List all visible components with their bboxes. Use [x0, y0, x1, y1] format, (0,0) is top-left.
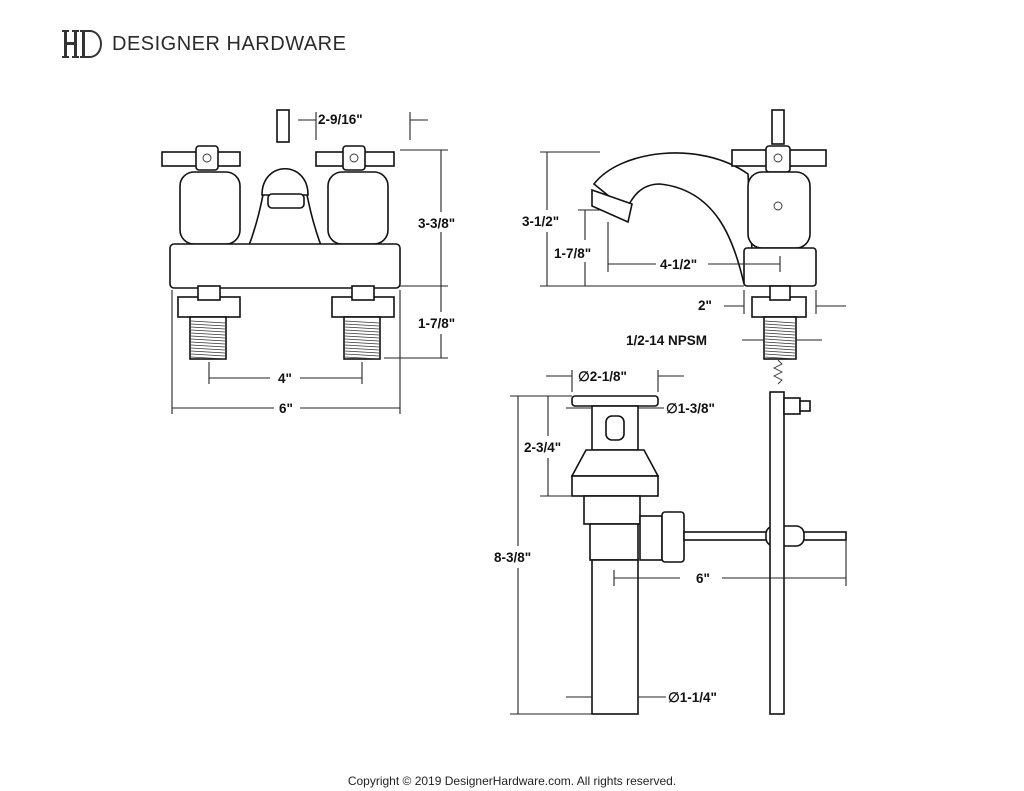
dim-overall-length: 8-3/8" [494, 550, 531, 565]
dim-stopper-diameter: ∅1-3/8" [666, 401, 715, 416]
dim-tailpiece-diameter: ∅1-1/4" [668, 690, 717, 705]
brand-name: DESIGNER HARDWARE [112, 32, 347, 55]
dim-spout-offset: 2-9/16" [318, 112, 363, 127]
side-view: 3-1/2" 1-7/8" 4-1/2" 2" 1/2-14 NPSM [522, 109, 846, 385]
left-handle [161, 145, 241, 245]
dim-thread: 1/2-14 NPSM [626, 333, 707, 348]
left-shank [177, 285, 241, 360]
right-shank [331, 285, 395, 360]
dim-base-depth: 2" [698, 298, 712, 313]
copyright-notice: Copyright © 2019 DesignerHardware.com. A… [347, 774, 677, 788]
dim-body-height: 2-3/4" [524, 440, 561, 455]
brand-header: DESIGNER HARDWARE [62, 26, 346, 62]
dim-spout-height: 1-7/8" [554, 246, 591, 261]
dim-overall-width: 6" [279, 401, 293, 416]
dim-shank-length: 1-7/8" [418, 316, 455, 331]
dim-flange-diameter: ∅2-1/8" [578, 369, 627, 384]
brand-logo-icon [62, 30, 102, 58]
drain-view: ∅2-1/8" ∅1-3/8" 2-3/4" 8-3/8" 6" [494, 369, 847, 715]
dim-overall-height: 3-1/2" [522, 214, 559, 229]
dim-pivot-rod-length: 6" [696, 571, 710, 586]
dim-center-spread: 4" [278, 371, 292, 386]
right-handle [315, 145, 395, 245]
spout-front [246, 168, 324, 249]
dim-spout-reach: 4-1/2" [660, 257, 697, 272]
front-view: 2-9/16" 3-3/8" 1-7/8" 4" 6" [161, 109, 455, 416]
dim-handle-height: 3-3/8" [418, 216, 455, 231]
